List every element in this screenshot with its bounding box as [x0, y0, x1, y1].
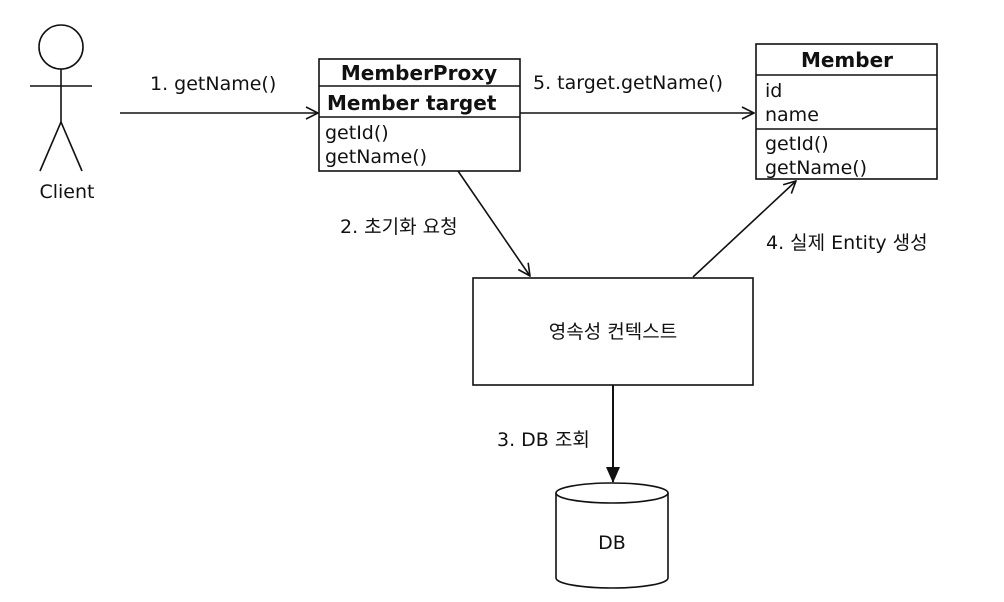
proxy-title: MemberProxy: [341, 61, 497, 85]
arrow-step-2: [457, 170, 530, 276]
step-1-label: 1. getName(): [150, 73, 276, 95]
proxy-field-target: Member target: [327, 91, 497, 115]
db-body: [555, 493, 669, 589]
proxy-box: [318, 58, 521, 172]
member-field-id: id: [765, 80, 782, 102]
member-box: [755, 43, 938, 180]
step-3-label: 3. DB 조회: [497, 429, 590, 451]
database-label: DB: [598, 532, 626, 554]
member-proxy-class: MemberProxy Member target getId() getNam…: [318, 58, 521, 172]
member-class: Member id name getId() getName(): [755, 43, 938, 180]
proxy-method-get-id: getId(): [325, 122, 389, 144]
actor-left-leg: [39, 121, 62, 172]
member-method-get-id: getId(): [765, 133, 829, 155]
arrow-step-4: [692, 181, 796, 278]
actor-label: Client: [39, 181, 94, 203]
client-actor: [30, 24, 92, 172]
step-4-label: 4. 실제 Entity 생성: [766, 232, 928, 254]
member-method-get-name: getName(): [765, 157, 867, 179]
proxy-method-get-name: getName(): [325, 146, 427, 168]
database-cylinder: [555, 482, 669, 589]
step-5-label: 5. target.getName(): [533, 72, 723, 94]
actor-head: [38, 24, 84, 70]
member-field-name: name: [765, 104, 819, 126]
step-2-label: 2. 초기화 요청: [340, 216, 458, 238]
db-top: [555, 482, 669, 504]
actor-right-leg: [60, 121, 83, 172]
member-title: Member: [801, 48, 893, 72]
persistence-context-box: [472, 277, 754, 386]
persistence-context-label: 영속성 컨텍스트: [549, 321, 677, 343]
